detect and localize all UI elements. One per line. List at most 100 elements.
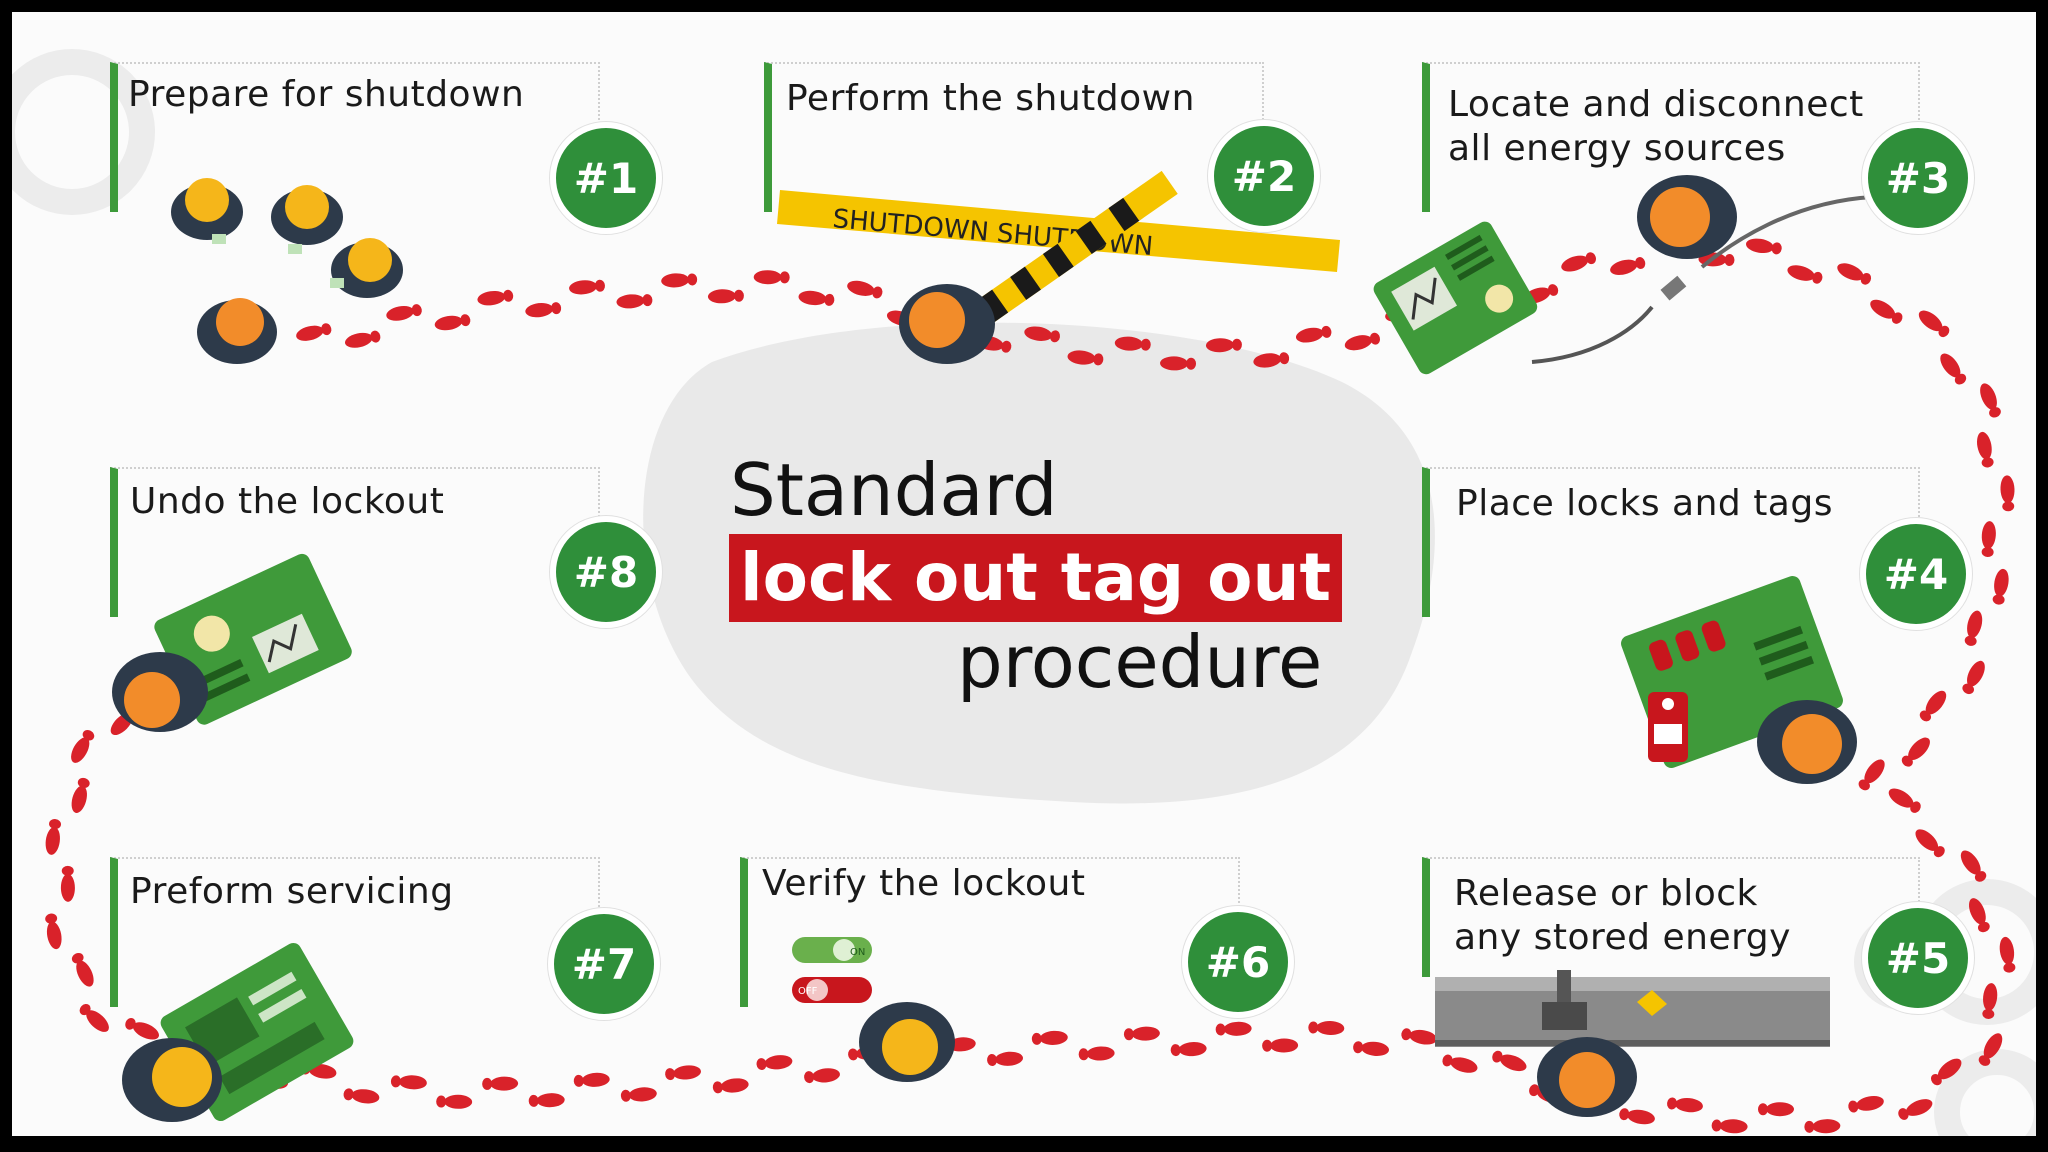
undo-lockout-panel-illustration (112, 553, 352, 732)
footprint-icon (1997, 935, 2018, 974)
footprint-icon (1757, 1102, 1794, 1117)
step-4-badge: #4 (1860, 518, 1972, 630)
step-7-badge: #7 (548, 908, 660, 1020)
footprint-icon (1916, 687, 1951, 725)
step-5-badge: #5 (1862, 902, 1974, 1014)
footprint-icon (1896, 1095, 1935, 1123)
footprint-icon (1559, 249, 1598, 275)
footprint-icon (1785, 262, 1825, 286)
footprint-icon (1834, 259, 1874, 288)
footprint-icon (294, 321, 333, 344)
footprint-icon (797, 289, 836, 308)
main-title-line1: Standard (730, 448, 1058, 532)
step-6-title: Verify the lockout (762, 863, 1086, 904)
footprint-icon (753, 270, 790, 285)
footprint-icon (1855, 755, 1889, 794)
footprint-icon (385, 302, 424, 323)
footprint-icon (1262, 1038, 1299, 1053)
footprint-icon (390, 1074, 428, 1091)
footprint-icon (342, 1086, 381, 1105)
footprint-icon (1999, 475, 2016, 512)
footprint-icon (1123, 1026, 1161, 1042)
footprint-icon (1911, 825, 1948, 861)
footprint-icon (1352, 1039, 1390, 1058)
footprint-icon (1962, 609, 1985, 648)
footprint-icon (1294, 324, 1333, 345)
footprint-icon (76, 1001, 113, 1036)
step-5-title-line1: Release or block (1454, 873, 1758, 914)
footprint-icon (1205, 337, 1243, 353)
step-7-title: Preform servicing (130, 871, 454, 912)
footprint-icon (60, 865, 76, 902)
footprint-icon (615, 292, 653, 310)
footprint-icon (707, 288, 745, 304)
footprint-icon (1936, 350, 1970, 388)
lock-and-tag-illustration (1621, 575, 1857, 784)
footprint-icon (1915, 306, 1953, 341)
step-3-title-line1: Locate and disconnect (1448, 84, 1864, 125)
footprint-icon (69, 950, 98, 990)
step-5-title-line2: any stored energy (1454, 917, 1791, 958)
footprint-icon (620, 1086, 658, 1104)
main-title-highlight: lock out tag out (729, 534, 1342, 622)
footprint-icon (1170, 1041, 1208, 1058)
footprint-icon (1440, 1052, 1480, 1076)
footprint-icon (1885, 784, 1924, 816)
step-6-badge: #6 (1182, 906, 1294, 1018)
footprint-icon (68, 776, 92, 815)
footprint-icon (67, 727, 97, 766)
footprint-icon (1343, 330, 1382, 353)
footprint-icon (1956, 847, 1990, 885)
footprint-icon (1867, 295, 1906, 327)
step-2-badge: #2 (1208, 120, 1320, 232)
footprint-icon (1804, 1118, 1841, 1134)
footprint-icon (573, 1071, 611, 1089)
footprint-icon (524, 300, 562, 319)
step-8-title: Undo the lockout (130, 481, 445, 522)
footprint-icon (1959, 658, 1989, 697)
step-1-title: Prepare for shutdown (128, 74, 525, 115)
step-2-title: Perform the shutdown (786, 78, 1195, 119)
step-1-badge: #1 (550, 122, 662, 234)
footprint-icon (664, 1064, 702, 1082)
footprint-icon (660, 272, 698, 289)
footprint-icon (433, 312, 472, 333)
stored-energy-valve-illustration (1435, 970, 1830, 1117)
footprint-icon (1308, 1020, 1345, 1036)
footprint-icon (1976, 380, 2004, 420)
footprint-icon (1666, 1096, 1704, 1114)
footprint-icon (43, 912, 64, 951)
footprint-icon (528, 1092, 565, 1109)
footprint-icon (845, 278, 884, 301)
footprint-icon (1847, 1093, 1886, 1115)
footprint-icon (436, 1094, 473, 1109)
footprint-icon (123, 1015, 162, 1044)
footprint-icon (1078, 1045, 1115, 1062)
footprint-icon (1608, 254, 1647, 278)
step-3-title-line2: all energy sources (1448, 128, 1786, 169)
servicing-circuit-board-illustration (122, 942, 354, 1122)
footprint-icon (803, 1066, 841, 1085)
footprint-icon (1400, 1026, 1439, 1047)
footprint-icon (712, 1076, 750, 1095)
control-panel-illustration (1373, 175, 1873, 375)
footprint-icon (568, 278, 606, 296)
footprint-icon (343, 328, 382, 351)
footprint-icon (476, 288, 515, 308)
on-off-switches-illustration: ON OFF (792, 937, 955, 1082)
footprint-icon (1974, 430, 1996, 469)
footprint-icon (1618, 1106, 1656, 1127)
footprint-icon (1159, 356, 1197, 371)
footprint-icon (482, 1076, 519, 1091)
main-title-line3: procedure (957, 620, 1323, 704)
step-4-title: Place locks and tags (1456, 483, 1833, 524)
footprint-icon (1990, 567, 2011, 606)
step-3-badge: #3 (1862, 122, 1974, 234)
footprint-icon (1490, 1048, 1529, 1075)
footprint-icon (986, 1050, 1024, 1068)
footprint-icon (755, 1053, 794, 1072)
footprint-icon (43, 818, 63, 856)
footprint-icon (1898, 733, 1934, 770)
svg-text:OFF: OFF (798, 986, 818, 997)
